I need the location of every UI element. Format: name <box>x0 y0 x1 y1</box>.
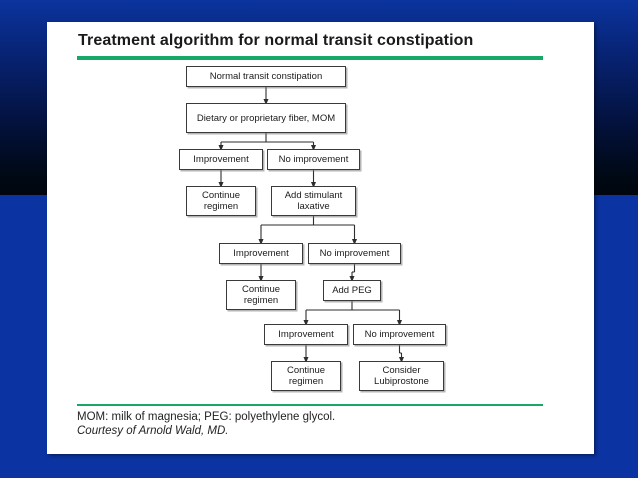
flow-node: Improvement <box>179 149 263 170</box>
flow-node: Add stimulant laxative <box>271 186 356 216</box>
flow-node-label: No improvement <box>319 248 390 259</box>
flowchart-connectors <box>218 87 405 363</box>
flow-node-label: Consider Lubiprostone <box>374 365 429 387</box>
flow-node: Improvement <box>264 324 348 345</box>
flow-node-label: Continue regimen <box>201 190 241 212</box>
flow-node: Dietary or proprietary fiber, MOM <box>186 103 346 133</box>
footnote-courtesy: Courtesy of Arnold Wald, MD. <box>77 425 229 437</box>
footnote-divider-rule <box>77 404 543 406</box>
flow-node-label: No improvement <box>364 329 435 340</box>
title-divider-rule <box>77 56 543 60</box>
flow-node-label: Improvement <box>233 248 289 259</box>
flow-node: Consider Lubiprostone <box>359 361 444 391</box>
flow-node: No improvement <box>308 243 401 264</box>
flow-node-label: Continue regimen <box>286 365 326 387</box>
flow-node: Normal transit constipation <box>186 66 346 87</box>
flow-node-label: No improvement <box>278 154 349 165</box>
flow-node-label: Dietary or proprietary fiber, MOM <box>196 112 336 124</box>
footnote: MOM: milk of magnesia; PEG: polyethylene… <box>77 410 335 438</box>
flow-node-label: Normal transit constipation <box>209 71 323 82</box>
footnote-abbreviations: MOM: milk of magnesia; PEG: polyethylene… <box>77 411 336 423</box>
flow-node: Continue regimen <box>226 280 296 310</box>
flow-node: No improvement <box>267 149 360 170</box>
flow-node-label: Add PEG <box>332 285 372 296</box>
flow-node-label: Improvement <box>193 154 249 165</box>
flow-node: Add PEG <box>323 280 381 301</box>
page-title: Treatment algorithm for normal transit c… <box>78 32 474 49</box>
flow-node-label: Improvement <box>278 329 334 340</box>
flow-node: Improvement <box>219 243 303 264</box>
flow-node-label: Add stimulant laxative <box>284 190 343 212</box>
flow-node-label: Continue regimen <box>241 284 281 306</box>
flow-node: Continue regimen <box>186 186 256 216</box>
flow-node: Continue regimen <box>271 361 341 391</box>
content-card: Treatment algorithm for normal transit c… <box>47 22 594 454</box>
flow-node: No improvement <box>353 324 446 345</box>
